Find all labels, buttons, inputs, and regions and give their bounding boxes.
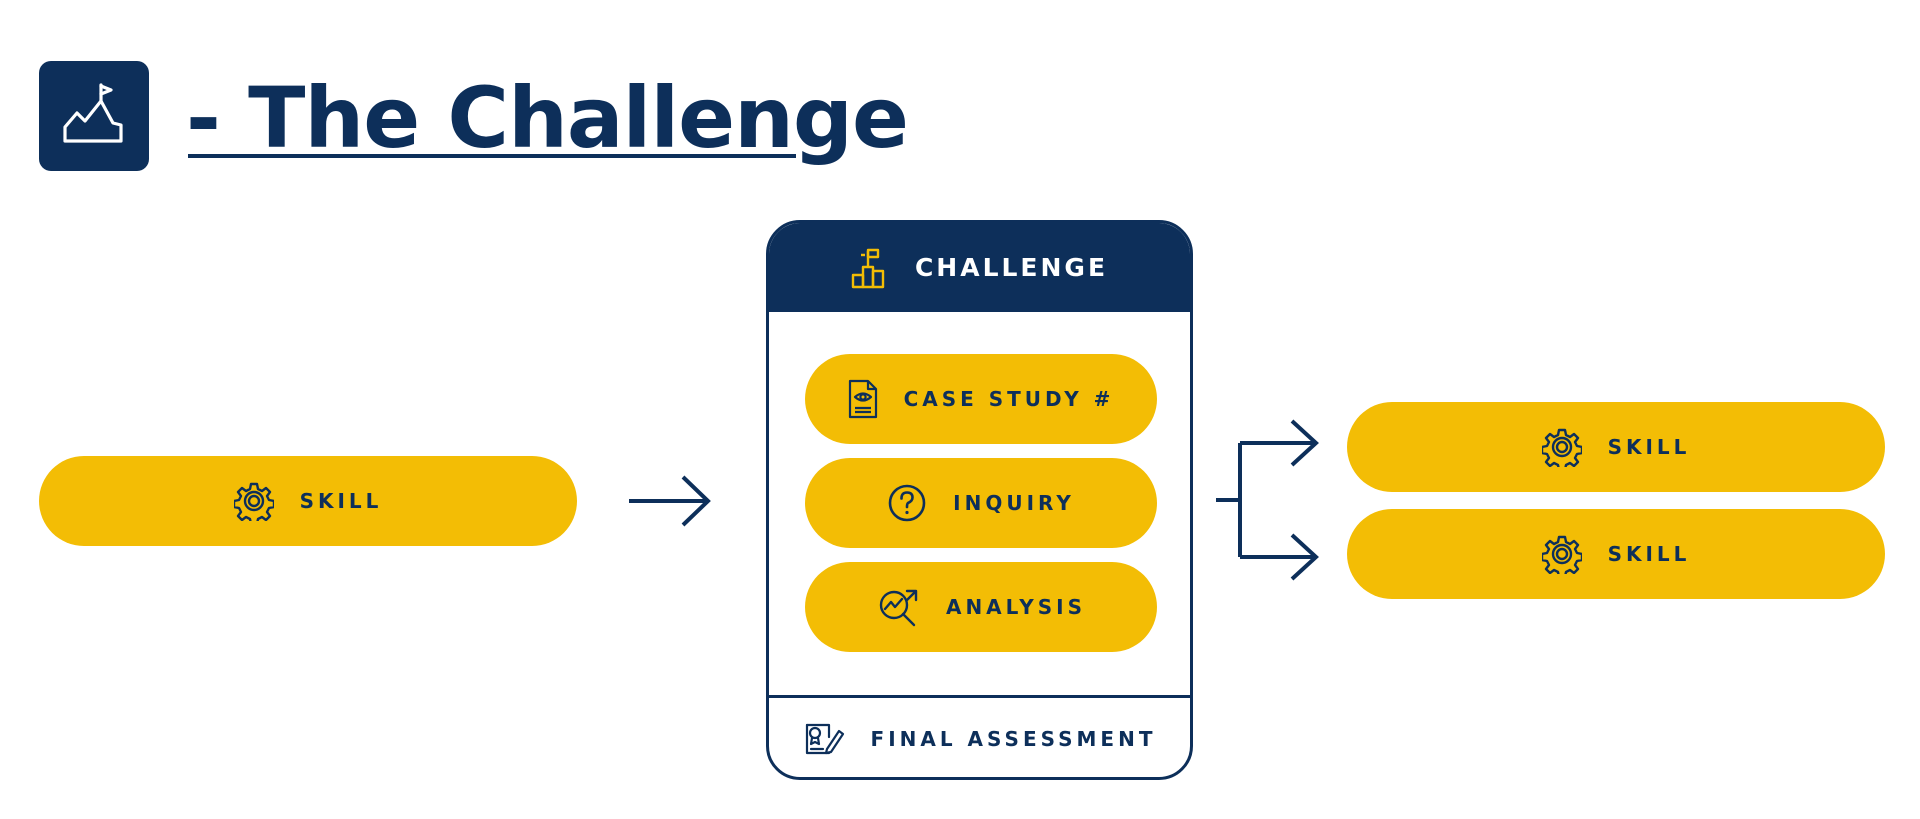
podium-flag-icon [851, 247, 885, 289]
final-assessment-label: FINAL ASSESSMENT [870, 727, 1157, 751]
inquiry-label: INQUIRY [953, 491, 1075, 515]
output-skill-label-1: SKILL [1607, 435, 1691, 459]
challenge-card-title: CHALLENGE [914, 253, 1109, 282]
case-study-pill: CASE STUDY # [805, 354, 1157, 444]
gear-icon [233, 481, 274, 521]
input-skill-label: SKILL [299, 489, 383, 513]
gear-icon [1541, 427, 1582, 467]
output-skill-pill-2: SKILL [1347, 509, 1885, 599]
title-underline [188, 154, 796, 158]
magnifier-trend-icon [876, 587, 920, 627]
final-assessment-row: FINAL ASSESSMENT [769, 698, 1190, 777]
page-title: - The Challenge [186, 69, 909, 167]
certificate-pen-icon [803, 721, 845, 757]
output-skill-pill-1: SKILL [1347, 402, 1885, 492]
mountain-flag-icon [63, 83, 123, 143]
analysis-label: ANALYSIS [945, 595, 1087, 619]
output-skill-label-2: SKILL [1607, 542, 1691, 566]
document-eye-icon [848, 379, 878, 419]
branch-connector [1216, 419, 1319, 581]
challenge-card-header: CHALLENGE [769, 223, 1190, 312]
logo-badge [39, 61, 149, 171]
challenge-card: CHALLENGE CASE STUDY # INQUIRY [766, 220, 1193, 780]
card-divider [769, 695, 1190, 698]
question-circle-icon [887, 483, 927, 523]
case-study-label: CASE STUDY # [903, 387, 1115, 411]
gear-icon [1541, 534, 1582, 574]
arrow-right-icon [629, 475, 711, 527]
input-skill-pill: SKILL [39, 456, 577, 546]
analysis-pill: ANALYSIS [805, 562, 1157, 652]
inquiry-pill: INQUIRY [805, 458, 1157, 548]
